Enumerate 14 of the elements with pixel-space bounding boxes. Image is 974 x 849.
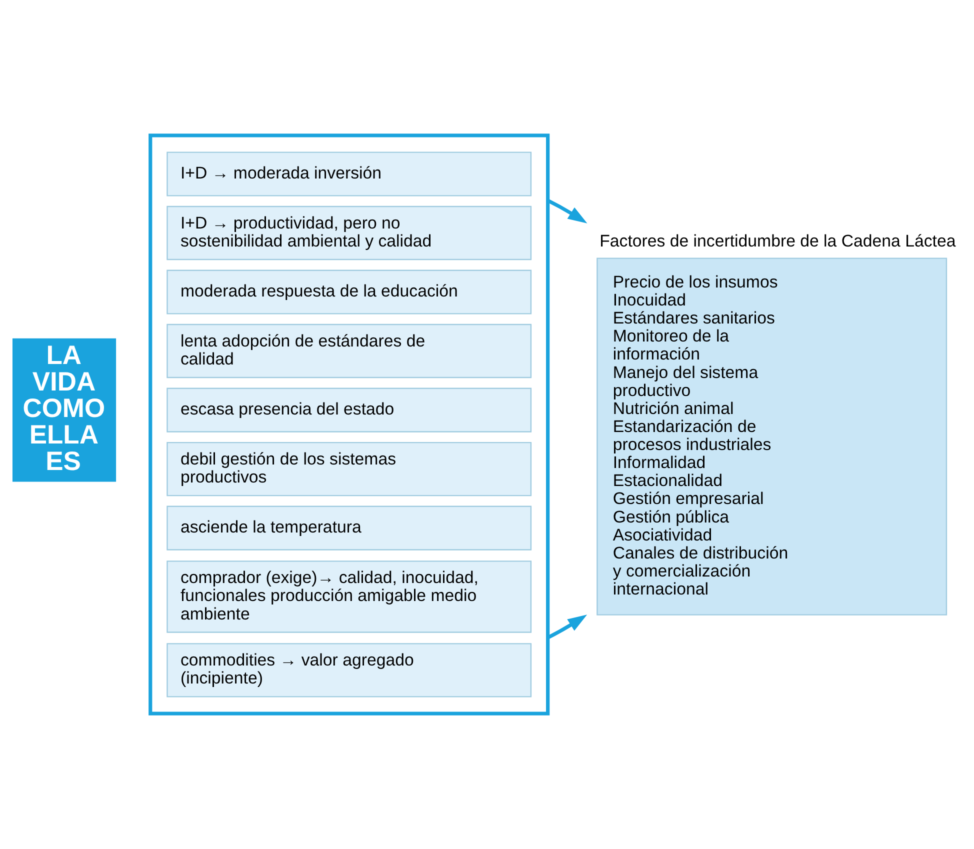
arrow (547, 198, 588, 224)
node-box: escasa presencia del estado (166, 388, 532, 432)
arrow (547, 614, 588, 640)
node-box: LA VIDA COMO ELLA ES (12, 338, 116, 482)
node-box: debil gestión de los sistemas productivos (166, 442, 532, 496)
node-box: comprador (exige)→ calidad, inocuidad, funcionales producción amigable medio ambiente (166, 560, 532, 633)
node-box: asciende la temperatura (166, 506, 532, 550)
node-box: I+D → moderada inversión (166, 152, 532, 196)
node-box: commodities → valor agregado (incipiente) (166, 643, 532, 698)
node-box: moderada respuesta de la educación (166, 270, 532, 314)
cluster (148, 134, 550, 716)
node-box: lenta adopción de estándares de calidad (166, 324, 532, 378)
node-label: Factores de incertidumbre de la Cadena Láctea (600, 231, 956, 250)
node-box: I+D → productividad, pero no sostenibilidad ambiental y calidad (166, 206, 532, 260)
